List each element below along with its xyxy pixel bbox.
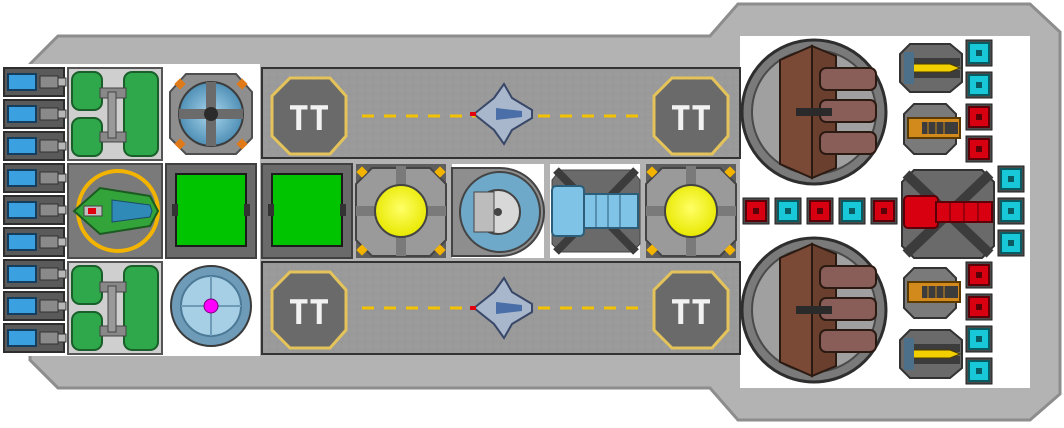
reactor-left[interactable]: [165, 163, 257, 259]
engine-module[interactable]: [3, 163, 67, 193]
pad-label: TT: [289, 99, 330, 139]
autocannon-bottom[interactable]: [903, 267, 961, 319]
engine-module[interactable]: [3, 67, 67, 97]
laser-turret-center[interactable]: [901, 166, 995, 259]
cyan-node[interactable]: [965, 325, 993, 353]
engine-module[interactable]: [3, 323, 67, 353]
engine-module[interactable]: [3, 227, 67, 257]
engine-module[interactable]: [3, 259, 67, 289]
thruster-top[interactable]: [67, 67, 163, 161]
engine-module[interactable]: [3, 131, 67, 161]
cockpit-module[interactable]: [67, 163, 163, 259]
cyan-node[interactable]: [838, 197, 866, 225]
pad-label: TT: [671, 293, 712, 333]
hangar-bay-top[interactable]: TT TT: [261, 67, 741, 159]
engine-module[interactable]: [3, 99, 67, 129]
launch-pad-left: [270, 76, 348, 156]
missile-launcher-top[interactable]: [899, 43, 963, 93]
main-turret-bottom[interactable]: [740, 236, 888, 384]
pad-label: TT: [289, 293, 330, 333]
pad-label: TT: [671, 99, 712, 139]
hangar-bay-bottom[interactable]: TT TT: [261, 261, 741, 355]
main-turret-top[interactable]: [740, 38, 888, 186]
red-node[interactable]: [965, 135, 993, 163]
node-column-mid: [997, 165, 1025, 257]
autocannon-top[interactable]: [903, 103, 961, 155]
cyan-node[interactable]: [997, 165, 1025, 193]
ion-engine[interactable]: [550, 164, 641, 258]
cyan-node[interactable]: [997, 197, 1025, 225]
engine-bank: [3, 67, 67, 353]
sensor-dome[interactable]: [451, 164, 545, 258]
power-node-left[interactable]: [355, 164, 447, 258]
cyan-node[interactable]: [965, 71, 993, 99]
thruster-bottom[interactable]: [67, 261, 163, 355]
launch-pad-right: [652, 76, 730, 156]
connector-row: [742, 197, 898, 225]
reactor-right[interactable]: [261, 163, 353, 259]
red-node[interactable]: [965, 293, 993, 321]
launch-pad-left: [270, 270, 348, 350]
power-core[interactable]: [170, 265, 252, 347]
engine-module[interactable]: [3, 195, 67, 225]
node-column-top: [965, 39, 993, 163]
cyan-node[interactable]: [965, 357, 993, 385]
cyan-node[interactable]: [965, 39, 993, 67]
node-column-bottom: [965, 261, 993, 385]
red-node[interactable]: [870, 197, 898, 225]
cyan-node[interactable]: [774, 197, 802, 225]
cyan-node[interactable]: [997, 229, 1025, 257]
launch-pad-right: [652, 270, 730, 350]
fighter-icon[interactable]: [470, 276, 533, 340]
engine-module[interactable]: [3, 291, 67, 321]
red-node[interactable]: [806, 197, 834, 225]
shield-generator[interactable]: [166, 68, 256, 158]
red-node[interactable]: [742, 197, 770, 225]
red-node[interactable]: [965, 261, 993, 289]
red-node[interactable]: [965, 103, 993, 131]
fighter-icon[interactable]: [470, 82, 533, 146]
power-node-right[interactable]: [645, 164, 737, 258]
missile-launcher-bottom[interactable]: [899, 329, 963, 379]
